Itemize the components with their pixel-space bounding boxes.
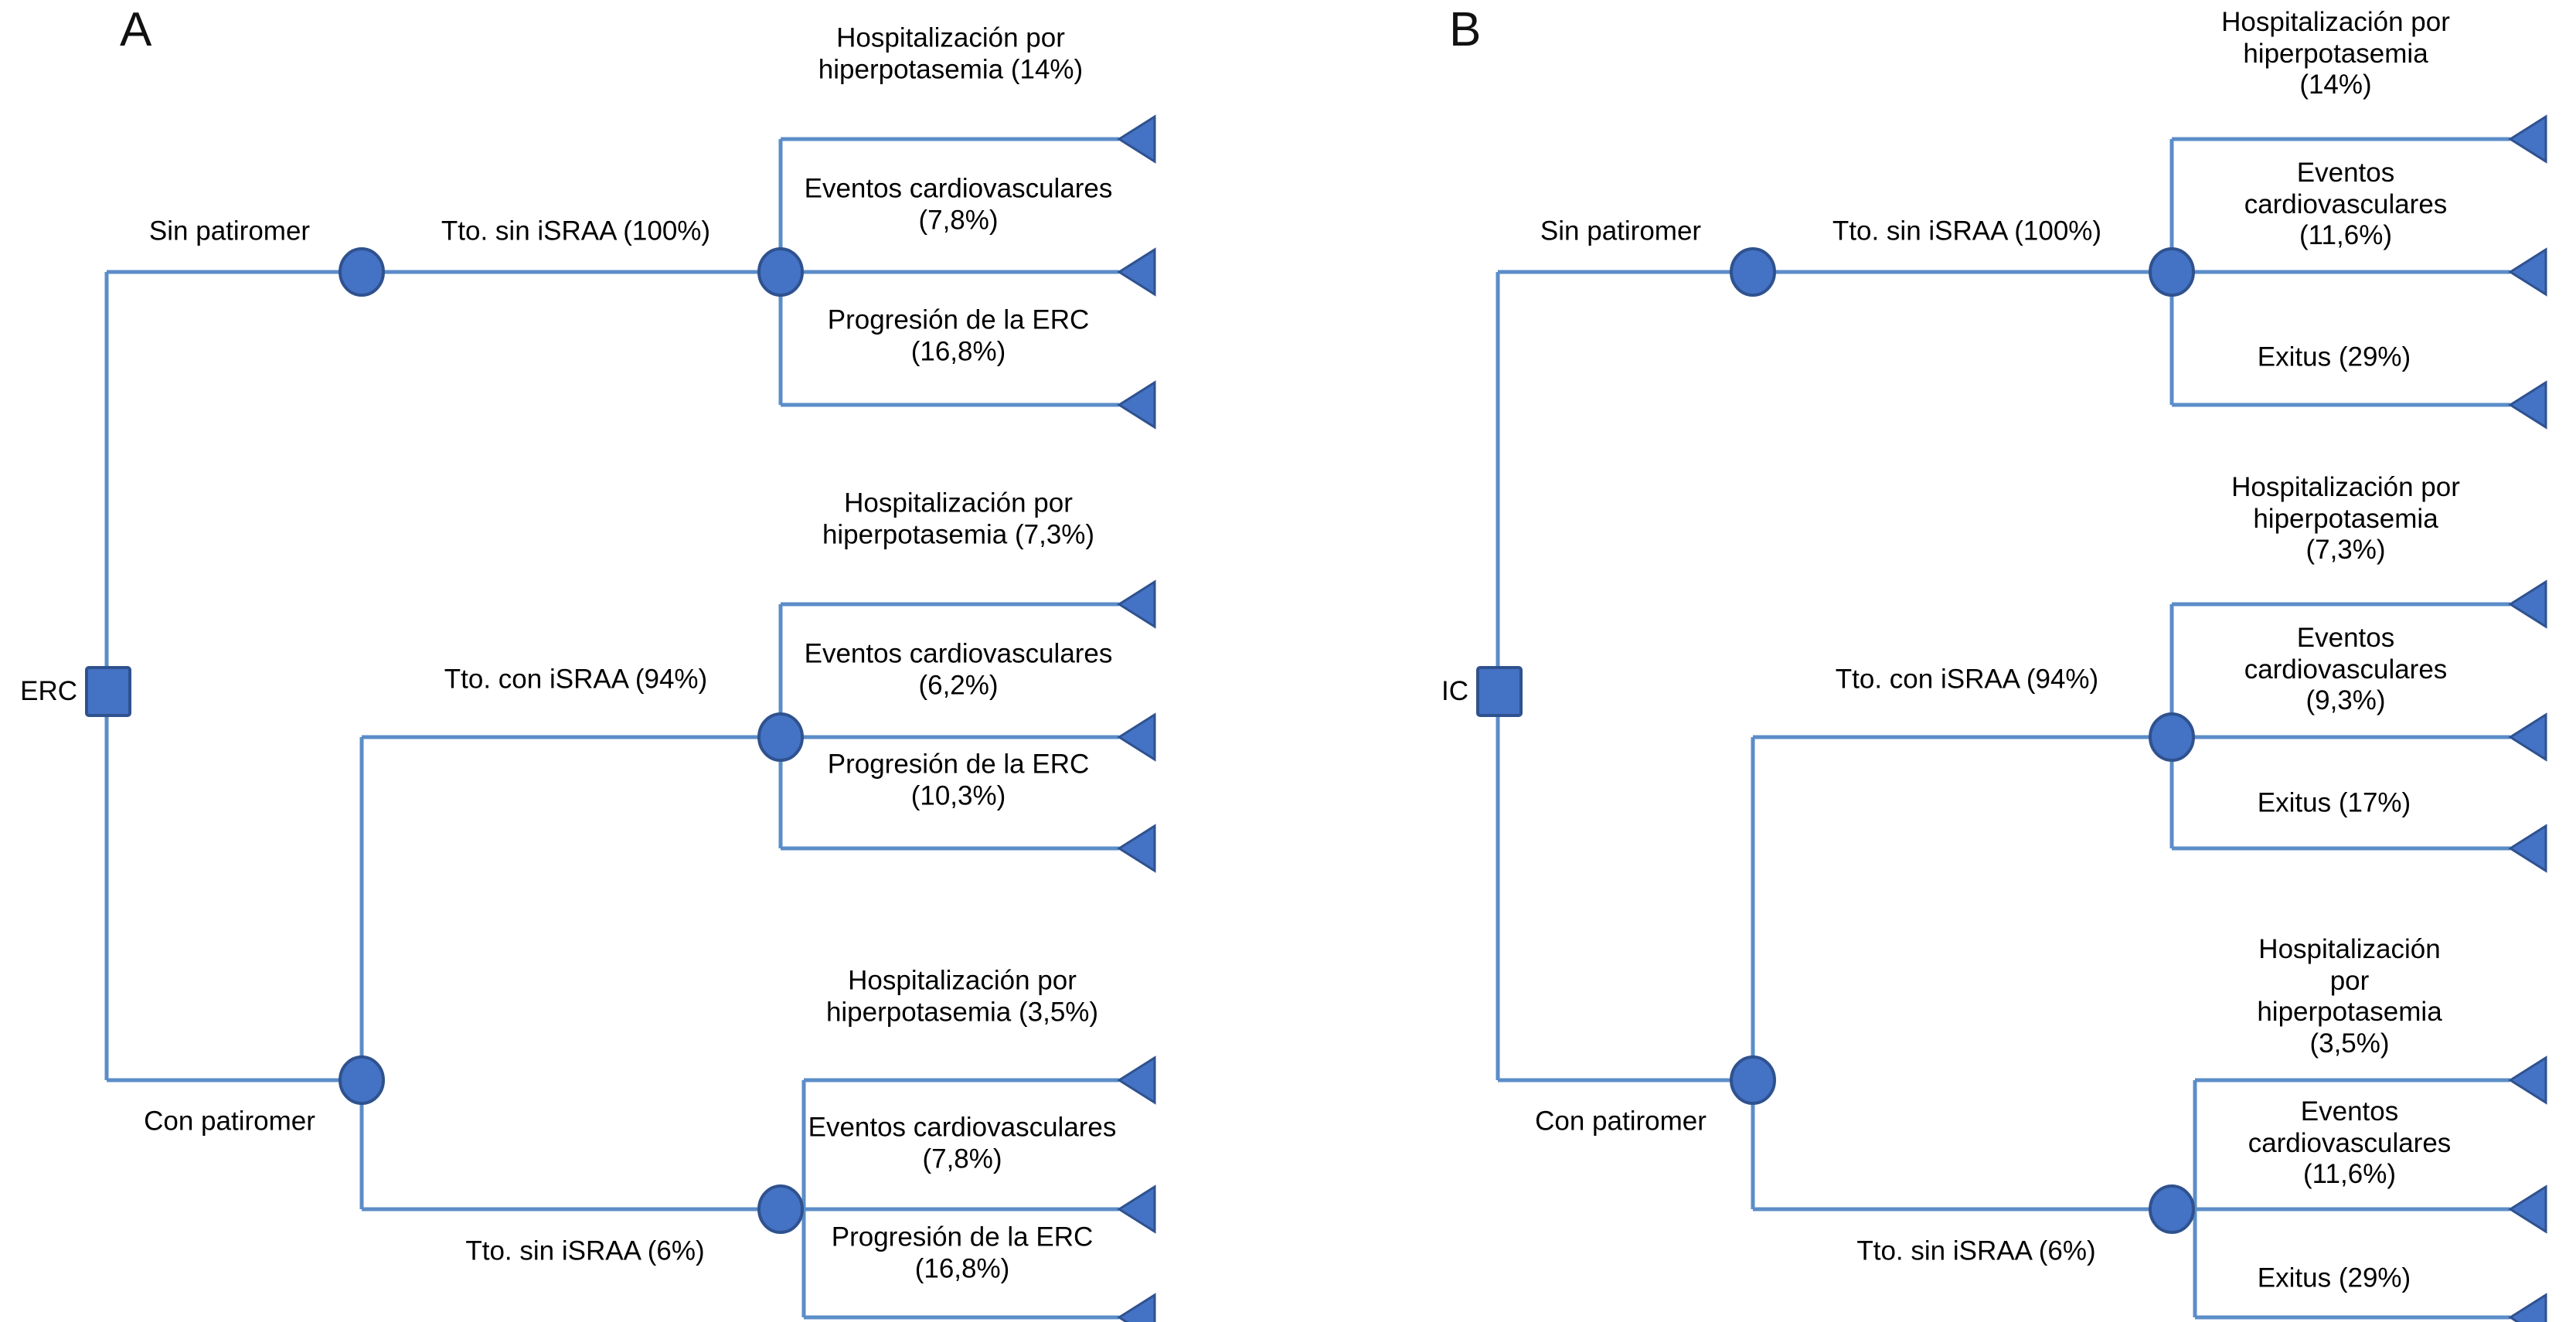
chance-node-circle [757, 712, 804, 762]
arrow-icon [1118, 248, 1156, 296]
outcome-label-a-2-3: Progresión de la ERC (10,3%) [827, 749, 1090, 811]
outcome-label-a-1-3: Progresión de la ERC (16,8%) [827, 304, 1090, 366]
panel-b-arrowheads [2509, 115, 2547, 1322]
panel-a-arrowheads [1118, 115, 1156, 1322]
branch-label-sin-patiromer-b: Sin patiromer [1540, 216, 1702, 246]
outcome-label-a-3-2: Eventos cardiovasculares (7,8%) [808, 1112, 1117, 1174]
root-label-b: IC [1441, 676, 1468, 706]
outcome-label-a-1-2: Eventos cardiovasculares (7,8%) [804, 173, 1113, 235]
outcome-label-b-3-3: Exitus (29%) [2257, 1263, 2411, 1293]
arrow-icon [1118, 713, 1156, 761]
chance-label-a-1: Tto. sin iSRAA (100%) [441, 216, 711, 246]
decision-node-square [85, 666, 131, 717]
chance-node-circle [757, 1184, 804, 1234]
branch-label-con-patiromer-b: Con patiromer [1535, 1106, 1707, 1137]
chance-node-circle [2149, 1184, 2195, 1234]
arrow-icon [2509, 248, 2547, 296]
chance-node-circle [1730, 1055, 1776, 1105]
chance-label-a-2: Tto. con iSRAA (94%) [444, 664, 708, 695]
outcome-label-b-2-2: Eventos cardiovasculares (9,3%) [2244, 623, 2448, 716]
outcome-label-b-1-3: Exitus (29%) [2257, 342, 2411, 372]
chance-node-circle [2149, 247, 2195, 297]
chance-node-circle [757, 247, 804, 297]
arrow-icon [1118, 1056, 1156, 1104]
outcome-label-b-3-1: Hospitalización por hiperpotasemia (3,5%… [2257, 933, 2442, 1059]
panel-a-nodes [85, 247, 804, 1234]
chance-node-circle [1730, 247, 1776, 297]
outcome-label-a-2-1: Hospitalización por hiperpotasemia (7,3%… [822, 488, 1095, 549]
arrow-icon [1118, 580, 1156, 628]
decision-node-square [1476, 666, 1523, 717]
arrow-icon [2509, 580, 2547, 628]
panel-b-nodes [1476, 247, 2195, 1234]
root-label-a: ERC [20, 676, 77, 706]
chance-label-a-3: Tto. sin iSRAA (6%) [465, 1235, 705, 1266]
arrow-icon [1118, 1293, 1156, 1322]
arrow-icon [1118, 1185, 1156, 1233]
outcome-label-b-2-3: Exitus (17%) [2257, 787, 2411, 818]
arrow-icon [2509, 381, 2547, 429]
branch-label-con-patiromer-a: Con patiromer [144, 1106, 315, 1137]
arrow-icon [2509, 1056, 2547, 1104]
panel-letter-b: B [1449, 3, 1482, 56]
branch-label-sin-patiromer-a: Sin patiromer [148, 216, 311, 246]
panel-letter-a: A [120, 3, 152, 56]
outcome-label-b-1-1: Hospitalización por hiperpotasemia (14%) [2221, 7, 2450, 100]
outcome-label-b-3-2: Eventos cardiovasculares (11,6%) [2248, 1096, 2452, 1190]
arrow-icon [2509, 824, 2547, 872]
outcome-label-a-2-2: Eventos cardiovasculares (6,2%) [804, 638, 1113, 700]
chance-label-b-3: Tto. sin iSRAA (6%) [1856, 1235, 2096, 1266]
outcome-label-a-3-1: Hospitalización por hiperpotasemia (3,5%… [825, 965, 1099, 1027]
arrow-icon [2509, 1185, 2547, 1233]
chance-label-b-2: Tto. con iSRAA (94%) [1835, 664, 2099, 695]
outcome-label-b-2-1: Hospitalización por hiperpotasemia (7,3%… [2231, 472, 2460, 566]
outcome-label-a-1-1: Hospitalización por hiperpotasemia (14%) [818, 22, 1084, 84]
arrow-icon [1118, 115, 1156, 163]
chance-node-circle [339, 1055, 385, 1105]
arrow-icon [1118, 381, 1156, 429]
chance-node-circle [2149, 712, 2195, 762]
arrow-icon [2509, 713, 2547, 761]
arrow-icon [2509, 1293, 2547, 1322]
arrow-icon [1118, 824, 1156, 872]
outcome-label-b-1-2: Eventos cardiovasculares (11,6%) [2244, 158, 2448, 251]
arrow-icon [2509, 115, 2547, 163]
panel-b-edges [1496, 137, 2510, 1320]
chance-node-circle [339, 247, 385, 297]
chance-label-b-1: Tto. sin iSRAA (100%) [1832, 216, 2102, 246]
outcome-label-a-3-3: Progresión de la ERC (16,8%) [831, 1222, 1094, 1283]
